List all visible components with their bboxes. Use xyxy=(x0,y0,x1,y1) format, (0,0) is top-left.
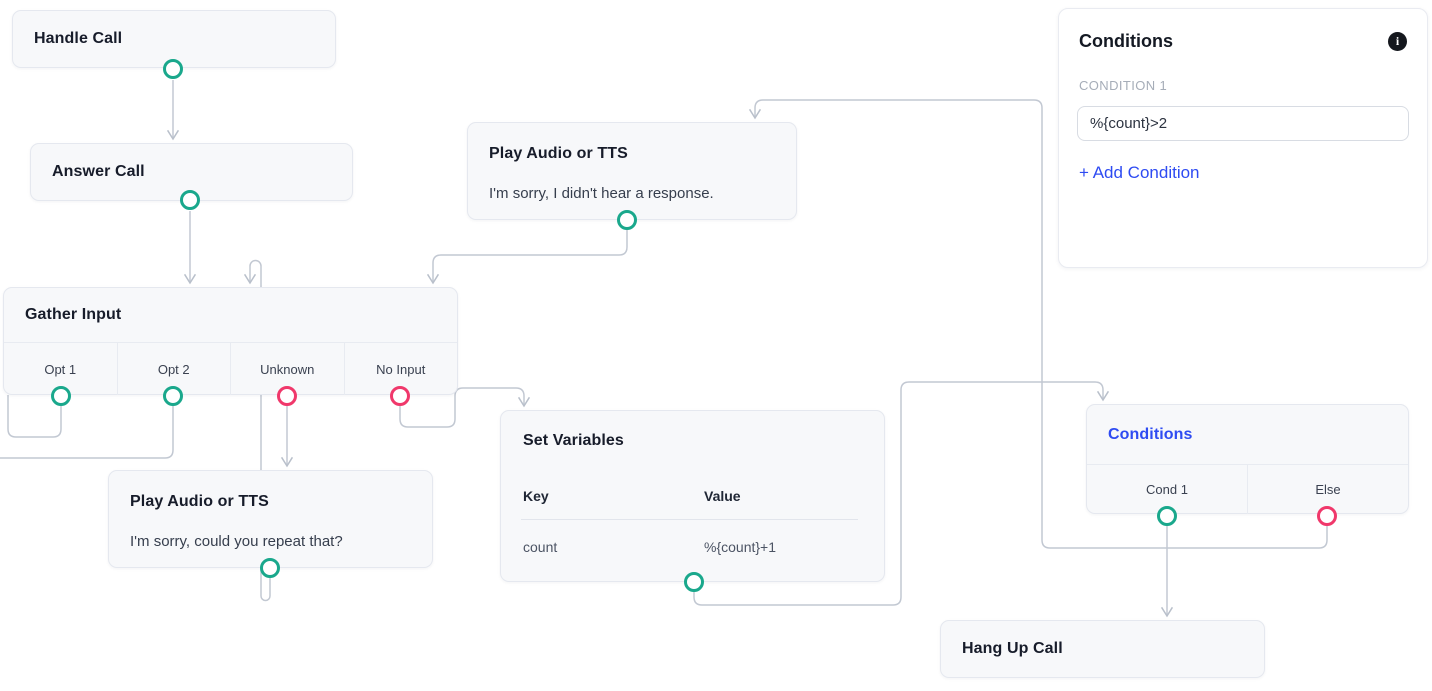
port-unknown[interactable] xyxy=(277,386,297,406)
node-play-audio-repeat[interactable]: Play Audio or TTS I'm sorry, could you r… xyxy=(108,470,433,568)
node-gather-input[interactable]: Gather Input Opt 1 Opt 2 Unknown No Inpu… xyxy=(3,287,458,395)
node-title: Play Audio or TTS xyxy=(489,145,628,162)
node-play-audio-no-response[interactable]: Play Audio or TTS I'm sorry, I didn't he… xyxy=(467,122,797,220)
node-title: Answer Call xyxy=(52,163,145,180)
node-handle-call[interactable]: Handle Call xyxy=(12,10,336,68)
variable-key: count xyxy=(523,539,558,555)
info-icon[interactable]: i xyxy=(1388,32,1407,51)
condition-section-label: CONDITION 1 xyxy=(1079,78,1168,93)
condition-1-input[interactable] xyxy=(1077,106,1409,141)
variable-value: %{count}+1 xyxy=(704,539,777,555)
branch-cond-1: Cond 1 xyxy=(1146,482,1188,497)
port-play-audio-no-response-out[interactable] xyxy=(617,210,637,230)
branch-opt-2: Opt 2 xyxy=(116,343,231,395)
node-body-text: I'm sorry, could you repeat that? xyxy=(130,533,343,550)
edge-opt2-out xyxy=(0,406,174,459)
port-opt-1[interactable] xyxy=(51,386,71,406)
branch-else: Else xyxy=(1247,465,1408,514)
port-cond-1[interactable] xyxy=(1157,506,1177,526)
node-title: Play Audio or TTS xyxy=(130,493,269,510)
edge-noinput-to-setvars xyxy=(399,387,531,428)
value-column-header: Value xyxy=(704,488,741,504)
edge-playaudio1-to-gather xyxy=(426,230,628,285)
node-set-variables[interactable]: Set Variables Key Value count %{count}+1 xyxy=(500,410,885,582)
edge-opt1-out xyxy=(7,395,62,438)
node-title: Hang Up Call xyxy=(962,640,1063,657)
node-header: Gather Input xyxy=(4,288,457,342)
panel-title-row: Conditions i xyxy=(1059,9,1427,52)
port-set-variables-out[interactable] xyxy=(684,572,704,592)
node-title: Conditions xyxy=(1108,425,1193,443)
port-else[interactable] xyxy=(1317,506,1337,526)
panel-title: Conditions xyxy=(1079,31,1173,51)
branch-row: Opt 1 Opt 2 Unknown No Input xyxy=(4,342,457,395)
node-body-text: I'm sorry, I didn't hear a response. xyxy=(489,185,714,202)
branch-row: Cond 1 Else xyxy=(1087,464,1408,514)
key-column-header: Key xyxy=(523,488,549,504)
divider xyxy=(521,519,858,520)
branch-opt-1: Opt 1 xyxy=(44,361,77,377)
port-answer-call-out[interactable] xyxy=(180,190,200,210)
node-hang-up-call[interactable]: Hang Up Call xyxy=(940,620,1265,678)
node-title: Gather Input xyxy=(25,306,122,323)
port-handle-call-out[interactable] xyxy=(163,59,183,79)
conditions-inspector-panel: Conditions i CONDITION 1 + Add Condition xyxy=(1058,8,1428,268)
node-header: Conditions xyxy=(1087,405,1408,464)
add-condition-link[interactable]: + Add Condition xyxy=(1079,163,1200,182)
node-title: Set Variables xyxy=(523,432,624,449)
edge-playaudio2-loop-to-gather xyxy=(243,259,271,602)
branch-unknown: Unknown xyxy=(230,343,344,395)
port-no-input[interactable] xyxy=(390,386,410,406)
port-play-audio-repeat-out[interactable] xyxy=(260,558,280,578)
edge-setvars-to-conditions xyxy=(693,381,1110,606)
node-conditions[interactable]: Conditions Cond 1 Else xyxy=(1086,404,1409,514)
branch-no-input: No Input xyxy=(343,343,458,395)
node-title: Handle Call xyxy=(34,30,123,47)
port-opt-2[interactable] xyxy=(163,386,183,406)
edge-else-to-playaudio1 xyxy=(748,99,1328,549)
